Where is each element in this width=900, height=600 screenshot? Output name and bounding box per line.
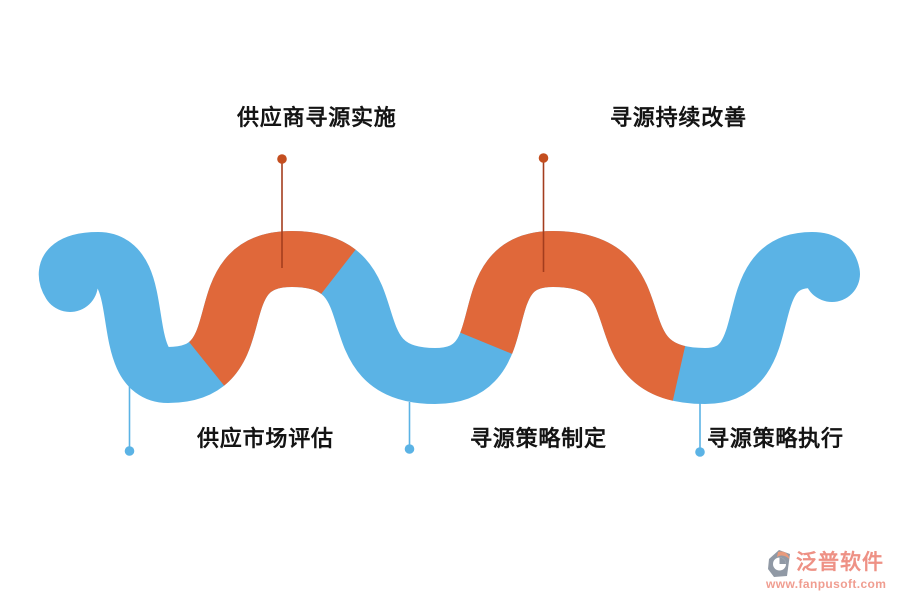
stage-label-sourcing-strategy-formulation: 寻源策略制定 [470,426,607,451]
marker-dot [695,447,705,457]
stage-marker-1 [124,385,135,456]
stage-label-market-assessment: 供应市场评估 [197,426,334,451]
stage-marker-2 [277,154,287,268]
stage-label-sourcing-continuous-improvement: 寻源持续改善 [610,105,747,130]
marker-dot [277,154,287,164]
marker-dot [538,153,549,163]
stage-label-supplier-sourcing-implementation: 供应商寻源实施 [237,105,397,130]
marker-dot [124,446,135,456]
watermark-brand: 泛普软件 [796,551,884,574]
marker-dot [404,444,415,454]
fanpu-logo-icon [768,550,790,577]
stage-label-sourcing-strategy-execution: 寻源策略执行 [707,426,844,451]
stage-marker-3 [404,402,415,454]
watermark: 泛普软件 www.fanpusoft.com [766,549,896,591]
wave-blue-path [38,231,860,404]
stage-marker-5 [695,402,705,457]
stage-marker-4 [538,153,549,272]
watermark-url: www.fanpusoft.com [766,577,887,591]
